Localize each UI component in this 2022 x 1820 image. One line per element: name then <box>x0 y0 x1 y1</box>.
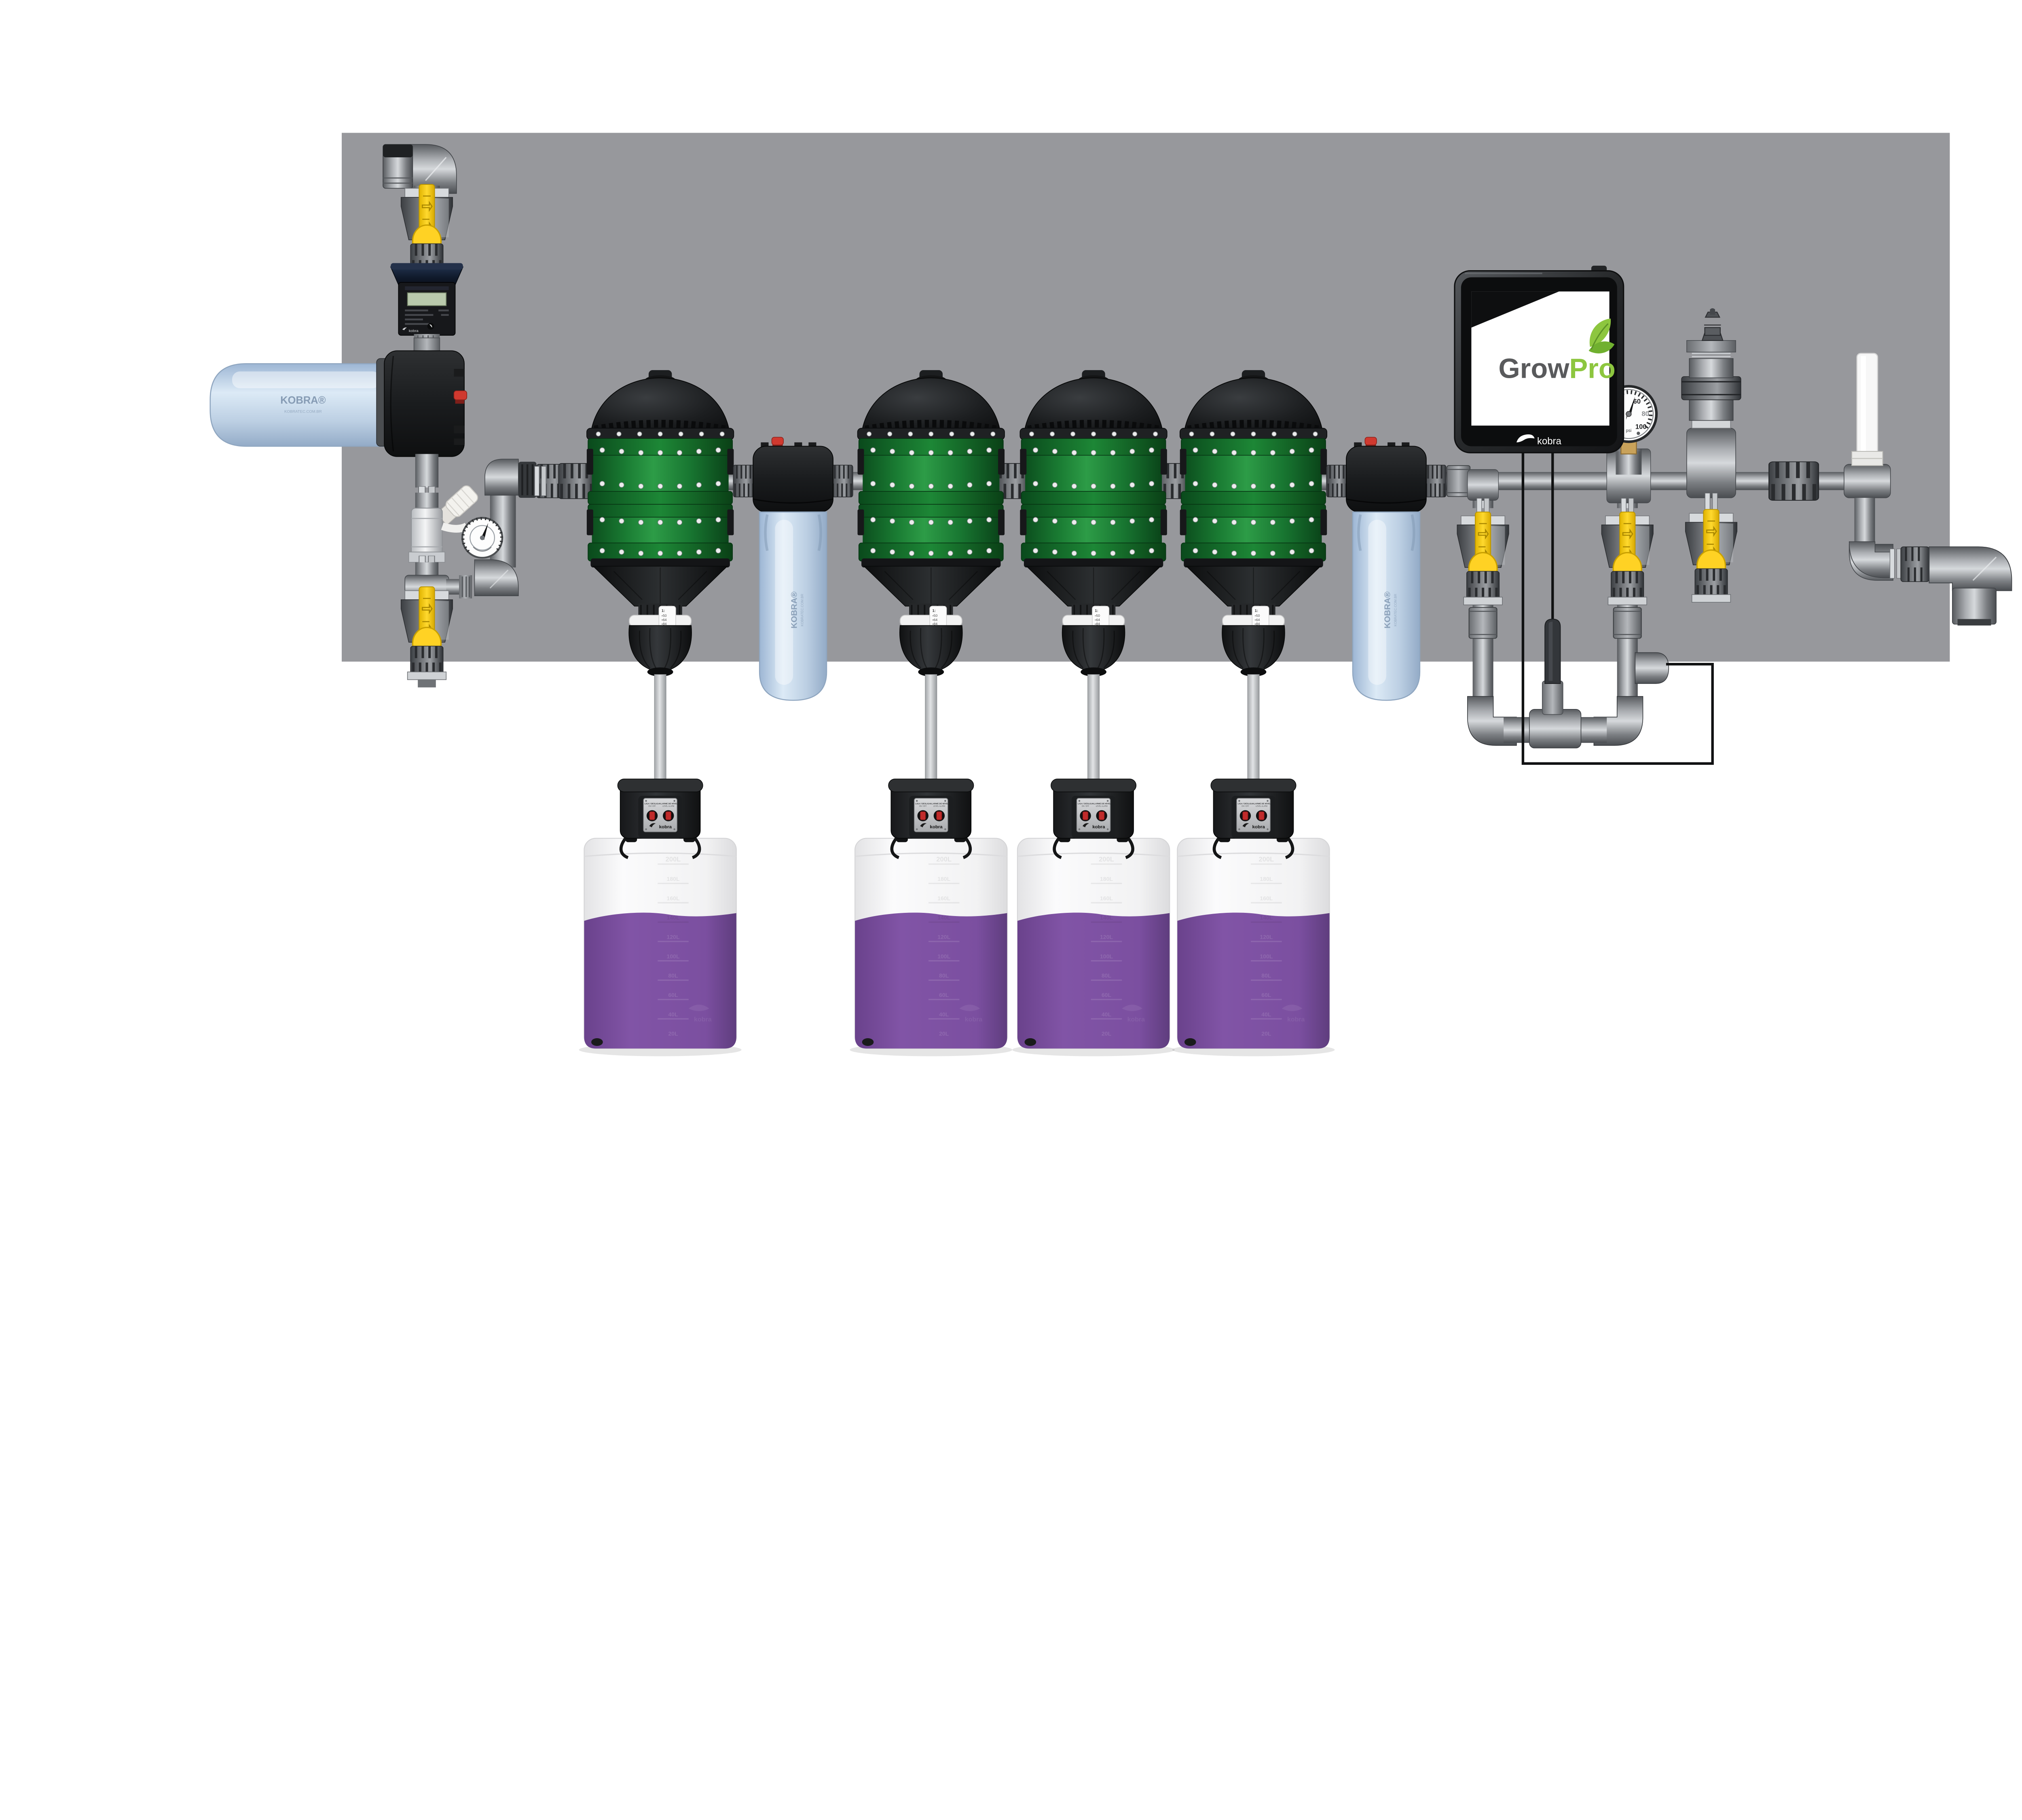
manifold-start-elbow <box>484 459 519 496</box>
controller-cable-loop <box>1521 451 1714 765</box>
tank-1 <box>579 779 742 1056</box>
pressure-regulator <box>408 485 478 563</box>
tank-3 <box>1012 779 1175 1056</box>
main-filter-horizontal: KOBRA® KOBRATEC.COM.BR <box>209 337 467 515</box>
diagram-stage: KOBRA® KOBRATEC.COM.BR <box>209 133 2012 1138</box>
vent-tee <box>1844 464 1891 498</box>
pressure-release-button <box>453 390 467 400</box>
logo-leaf-small <box>1588 341 1615 353</box>
pressure-regulator-assembly <box>401 459 537 688</box>
dosing-pump-2 <box>858 370 1005 783</box>
fertigation-diagram: KOBRA® KOBRATEC.COM.BR <box>209 133 2012 1138</box>
dosing-pump-4 <box>1180 370 1327 783</box>
gauge-tick-100: 100 <box>1635 423 1647 430</box>
gauge-tick-60: 60 <box>1633 398 1641 405</box>
control-tablet: GrowPro kobra <box>1454 265 1624 453</box>
sensor-port-stub <box>1635 652 1669 684</box>
sensor-tee <box>1529 709 1582 749</box>
meter-lcd <box>407 292 447 306</box>
injection-check-valve-stack <box>1681 308 1741 498</box>
lower-elbow <box>474 559 519 597</box>
outlet-opening <box>1957 619 1991 626</box>
vent-pipe-white <box>1856 353 1878 457</box>
ec-ph-sensor-probe <box>1542 618 1563 715</box>
gauge-tick-80: 80 <box>1641 410 1649 417</box>
dosing-pump-1 <box>587 370 734 783</box>
analog-gauge-small <box>461 517 503 559</box>
logo-grow-text: Grow <box>1498 353 1569 384</box>
meter-brand-label: kobra <box>409 329 419 333</box>
tank-4 <box>1172 779 1335 1056</box>
inlet-assembly: kobra <box>383 144 464 351</box>
drain-valve-left <box>401 587 453 680</box>
gauge-unit-label: psi <box>1626 428 1632 433</box>
filter-head <box>384 350 465 457</box>
outlet-assembly <box>1844 353 2012 626</box>
distribution-loop <box>1467 449 1669 749</box>
tank-2 <box>850 779 1012 1056</box>
logo-pro-text: Pro <box>1569 353 1616 384</box>
filter-brand-label: KOBRA® <box>280 395 326 406</box>
growpro-logo: GrowPro <box>1498 353 1615 384</box>
filter-website-label: KOBRATEC.COM.BR <box>284 409 322 414</box>
tablet-brand-label: kobra <box>1537 436 1562 447</box>
regulator-knob <box>445 485 478 517</box>
barb-fitting-tip <box>1710 308 1715 315</box>
dosing-pump-3 <box>1020 370 1167 783</box>
flow-meter: kobra <box>390 263 464 336</box>
kobra-swoosh-icon <box>1516 434 1535 442</box>
